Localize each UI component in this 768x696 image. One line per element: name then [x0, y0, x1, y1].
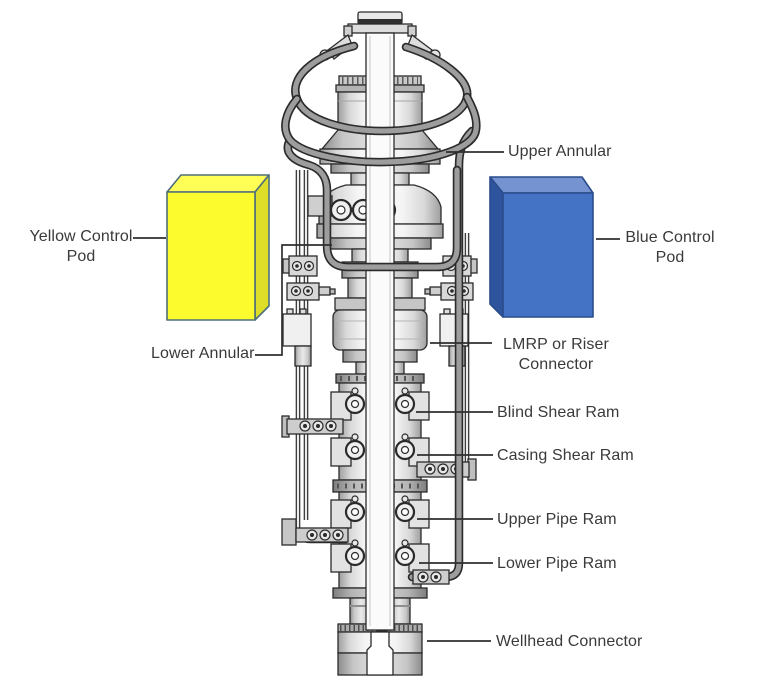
yellow-pod-side-face	[254, 174, 270, 321]
label-upper-annular: Upper Annular	[508, 143, 612, 160]
label-yellow-control-pod: Yellow Control Pod	[29, 228, 133, 265]
left-conduit-and-valves	[281, 170, 349, 546]
leader-lines	[133, 151, 620, 642]
label-lmrp-riser-connector: LMRP or Riser Connector	[503, 336, 609, 373]
yellow-pod-front-face	[166, 191, 256, 321]
label-lower-annular: Lower Annular	[151, 345, 255, 362]
riser-pipe	[365, 32, 395, 631]
lower-annular-leader	[255, 244, 332, 356]
label-wellhead-connector: Wellhead Connector	[496, 633, 643, 650]
blue-control-pod-box	[489, 176, 594, 318]
blue-pod-front-face	[502, 192, 594, 318]
label-upper-pipe-ram: Upper Pipe Ram	[497, 511, 617, 528]
yellow-pod-top-face	[166, 174, 270, 193]
yellow-control-pod-box	[166, 174, 270, 321]
label-casing-shear-ram: Casing Shear Ram	[497, 447, 634, 464]
label-blind-shear-ram: Blind Shear Ram	[497, 404, 620, 421]
label-lower-pipe-ram: Lower Pipe Ram	[497, 555, 617, 572]
blue-pod-side-face	[489, 176, 504, 318]
label-blue-control-pod: Blue Control Pod	[625, 229, 715, 266]
blue-pod-top-face	[489, 176, 594, 194]
